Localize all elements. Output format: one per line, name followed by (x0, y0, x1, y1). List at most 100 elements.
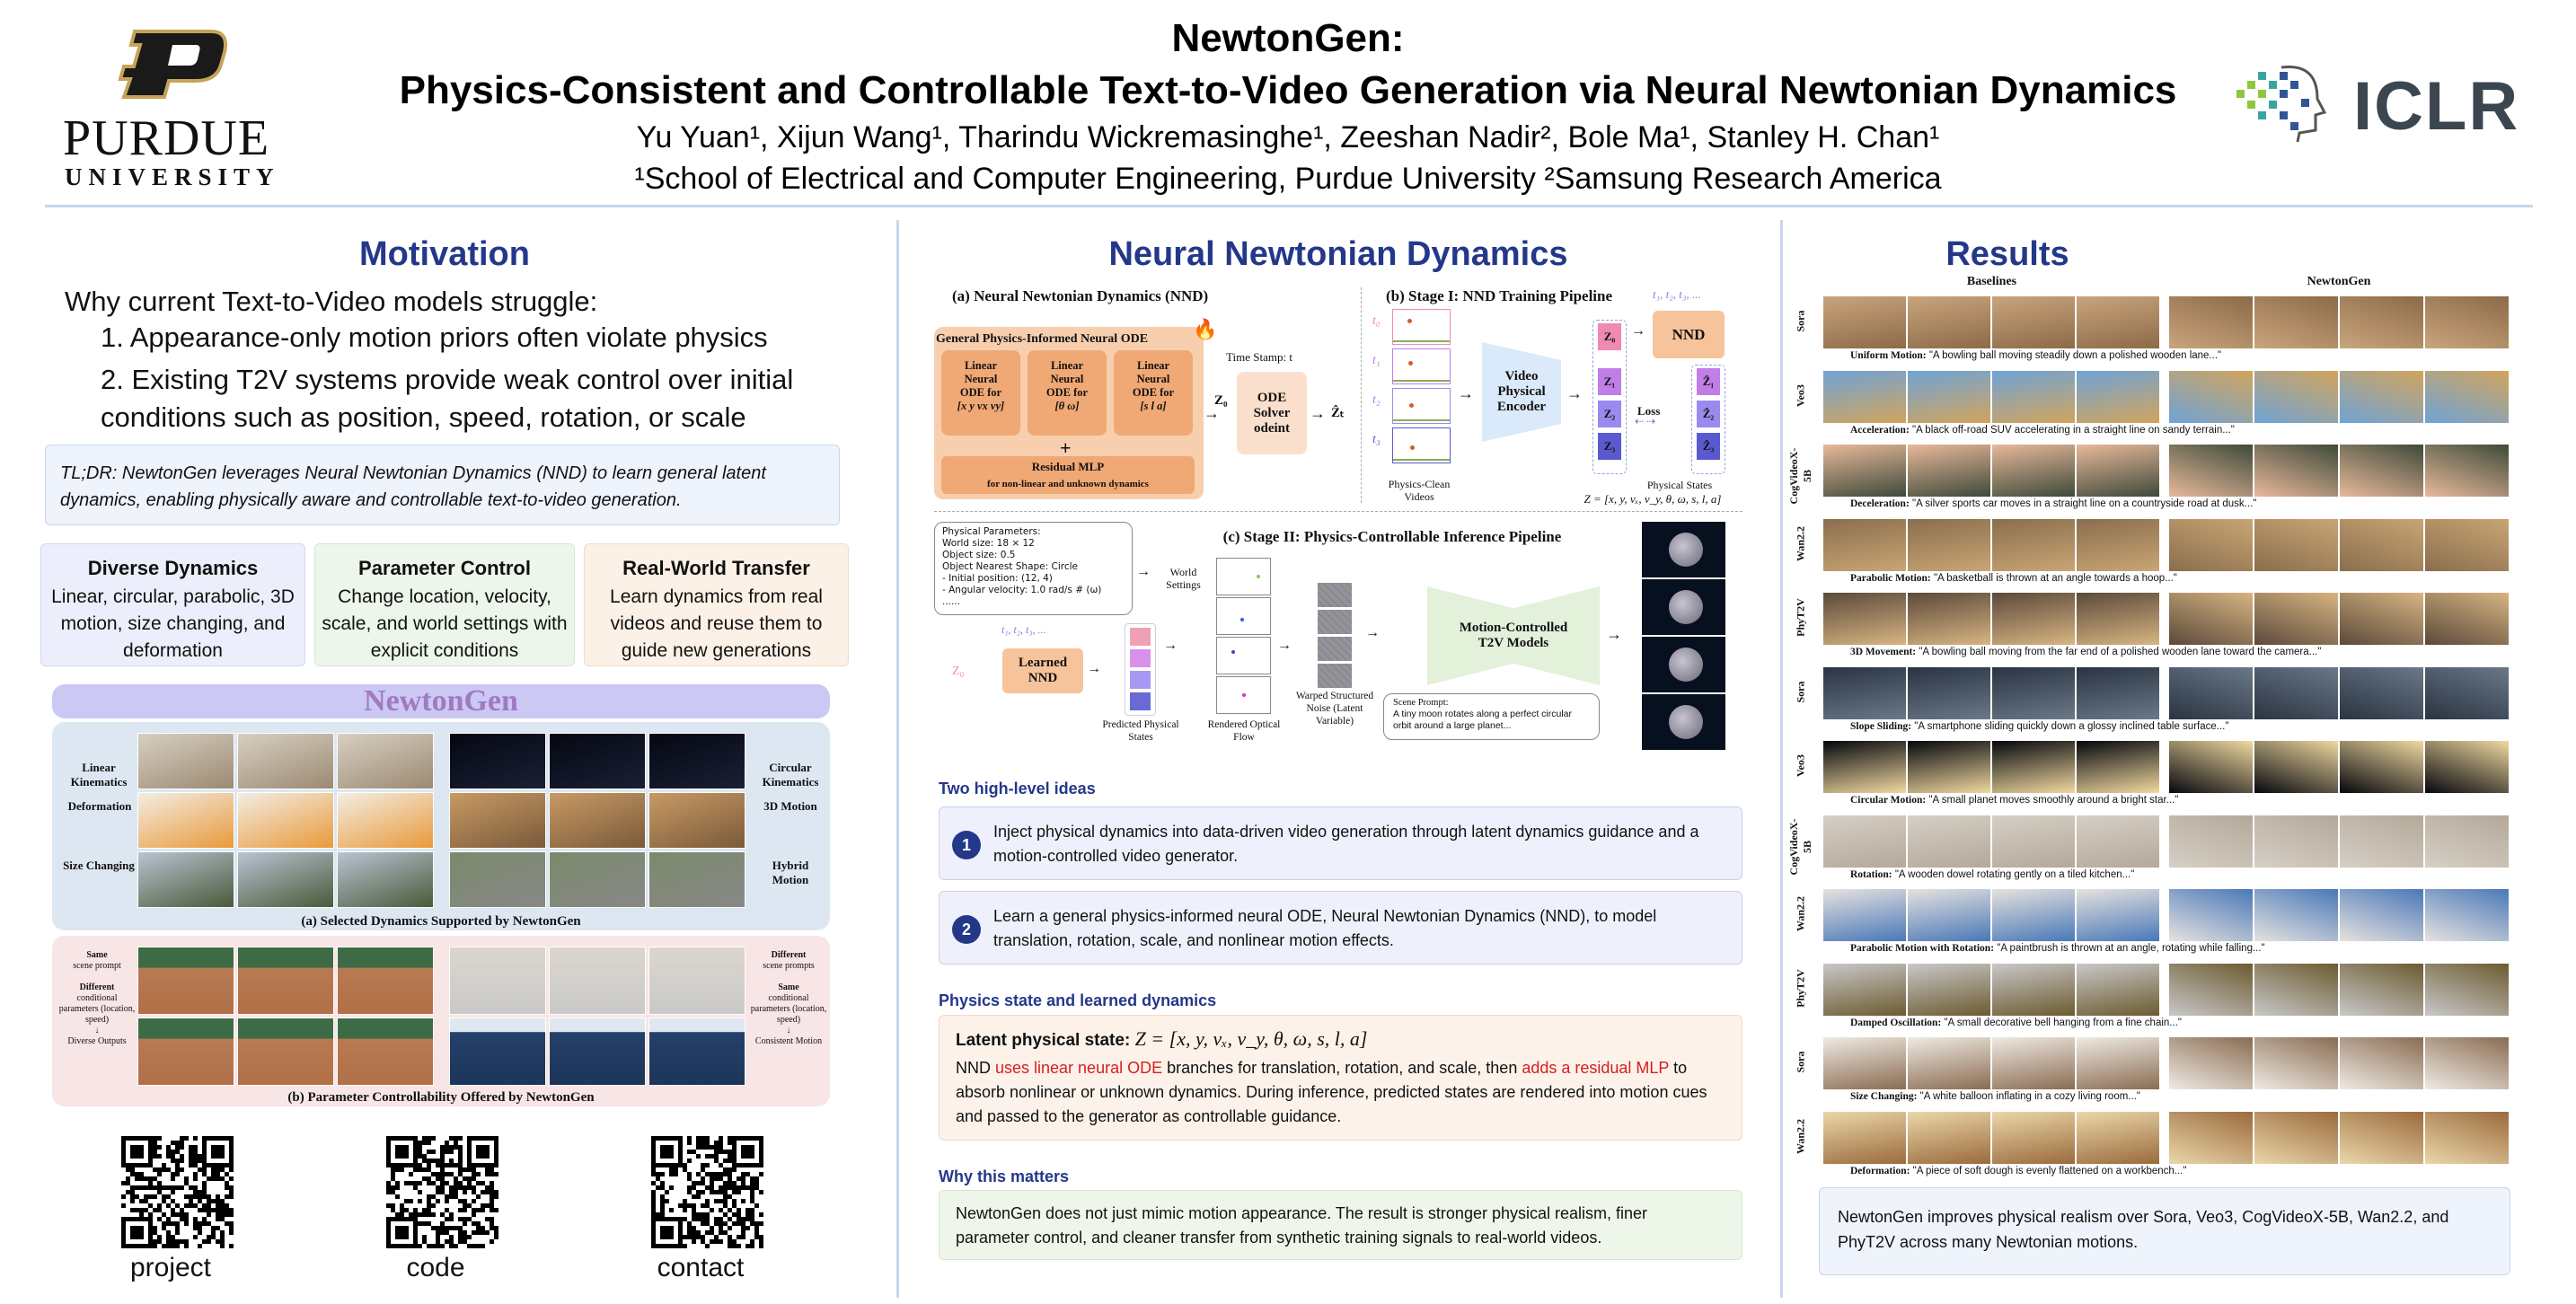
idea-text: Learn a general physics-informed neural … (993, 907, 1657, 949)
noise-frame (1318, 637, 1352, 661)
nnd-a-title: (a) Neural Newtonian Dynamics (NND) (952, 287, 1209, 304)
state-text-3: to absorb nonlinear or unknown dynamics.… (956, 1059, 1707, 1125)
model-label: Veo3 (1794, 383, 1807, 407)
world-settings-label: World Settings (1166, 566, 1201, 591)
parameter-line: - Initial position: (12, 4) (942, 573, 1053, 584)
newtongen-frame (2340, 593, 2423, 645)
branch-vars: [x y vx vy] (957, 400, 1005, 412)
predicted-state-box (1130, 671, 1151, 689)
arrow-icon: → (1566, 384, 1583, 402)
col-header-newtongen: NewtonGen (2307, 275, 2371, 288)
nnd-diagram: (a) Neural Newtonian Dynamics (NND) Gene… (934, 278, 1742, 768)
baseline-frame (2077, 1037, 2159, 1089)
header-divider (45, 205, 2533, 207)
col-header-baselines: Baselines (1966, 275, 2017, 288)
baseline-frame (1992, 445, 2075, 497)
newtongen-frame (2169, 518, 2253, 571)
baseball-frame (237, 947, 334, 1015)
branch-vars: [θ ω] (1054, 400, 1080, 412)
idea-box-1: 1 Inject physical dynamics into data-dri… (939, 806, 1742, 880)
idea-number-badge: 1 (952, 831, 981, 859)
arrow-icon: → (1163, 638, 1178, 653)
baseball-frame (137, 1018, 234, 1086)
newtongen-frame (2340, 296, 2423, 348)
label-consistent-motion: Consistent Motion (754, 1036, 823, 1046)
authors: Yu Yuan¹, Xijun Wang¹, Tharindu Wickrema… (636, 120, 1940, 154)
videos-label: Physics-Clean Videos (1388, 478, 1451, 503)
dynamics-frame (337, 733, 434, 789)
caption-motion-type: Damped Oscillation: (1850, 1017, 1942, 1028)
qr-label-code[interactable]: code (406, 1253, 465, 1282)
zhat-state-box: Ẑ₁ (1697, 368, 1720, 395)
baseline-frame (1908, 666, 1990, 719)
why-text: NewtonGen does not just mimic motion app… (956, 1204, 1648, 1247)
why-box: NewtonGen does not just mimic motion app… (939, 1190, 1742, 1260)
label-same: Same (778, 982, 799, 992)
dynamics-frame (337, 792, 434, 849)
z-state-box: Z₁ (1598, 368, 1621, 395)
parameter-line: ...... (942, 596, 961, 607)
caption-motion-type: Acceleration: (1850, 424, 1910, 436)
generated-moon-frame (1642, 522, 1725, 577)
tldr-text: TL;DR: NewtonGen leverages Neural Newton… (60, 463, 766, 510)
parameter-line: Object size: 0.5 (942, 550, 1016, 560)
caption-motion-type: Parabolic Motion: (1850, 572, 1931, 584)
linear-ode-branch: Linear Neural ODE for[x y vx vy] (941, 350, 1020, 436)
label-conditional-parameters: conditional parameters (location, speed) (58, 993, 136, 1025)
dynamics-frame (648, 733, 745, 789)
ball-icon (1407, 319, 1412, 323)
baseline-frame (1992, 889, 2075, 941)
dynamics-frame (137, 733, 234, 789)
caption-motion-type: Rotation: (1850, 868, 1892, 880)
time-label: t₃ (1372, 433, 1381, 446)
label-hybrid-motion: Hybrid Motion (772, 859, 809, 886)
motivation-intro: Why current Text-to-Video models struggl… (65, 286, 598, 317)
planet (1669, 705, 1703, 739)
baseline-frame (1823, 593, 1906, 645)
baseline-frame (2077, 296, 2159, 348)
qr-code[interactable] (651, 1136, 763, 1248)
baseline-frame (1992, 741, 2075, 793)
label-circular-kinematics: Circular Kinematics (762, 761, 819, 789)
newtongen-frame (2425, 296, 2509, 348)
result-caption: Circular Motion: "A small planet moves s… (1850, 795, 2515, 806)
balloon-boat-frame (449, 1018, 546, 1086)
flow-dot (1240, 618, 1244, 621)
baseline-frame (1908, 445, 1990, 497)
ground-line (1393, 419, 1450, 421)
baseline-frame (1908, 889, 1990, 941)
dynamics-frame (549, 733, 646, 789)
newtongen-frame (2169, 889, 2253, 941)
branch-title: Linear Neural ODE for (959, 359, 1002, 399)
newtongen-frame (2254, 518, 2338, 571)
state-label: Latent physical state: (956, 1031, 1131, 1050)
newtongen-frame (2254, 1037, 2338, 1089)
balloon-boat-frame (549, 1018, 646, 1086)
zhat-state-box: Ẑ₂ (1697, 401, 1720, 427)
qr-code[interactable] (121, 1136, 234, 1248)
card-title: Parameter Control (358, 557, 531, 579)
arrow-icon: → (1204, 404, 1220, 422)
baseline-frame (1908, 593, 1990, 645)
nnd-c-title: (c) Stage II: Physics-Controllable Infer… (1222, 528, 1562, 545)
dynamics-frame (648, 851, 745, 908)
baseline-frame (1908, 1037, 1990, 1089)
planet (1669, 590, 1703, 624)
qr-label-project[interactable]: project (129, 1253, 212, 1282)
time-label: t₂ (1372, 393, 1381, 407)
baseball-frame (337, 947, 434, 1015)
model-label: Wan2.2 (1794, 1118, 1807, 1154)
caption-prompt: "A paintbrush is thrown at an angle, rot… (1997, 943, 2265, 954)
card-text: Change location, velocity, scale, and wo… (322, 586, 568, 661)
qr-label-contact[interactable]: contact (657, 1253, 745, 1282)
caption-motion-type: Uniform Motion: (1850, 350, 1927, 361)
newtongen-frame (2340, 1037, 2423, 1089)
qr-code[interactable] (386, 1136, 498, 1248)
motivation-point-1: 1. Appearance-only motion priors often v… (101, 322, 768, 353)
